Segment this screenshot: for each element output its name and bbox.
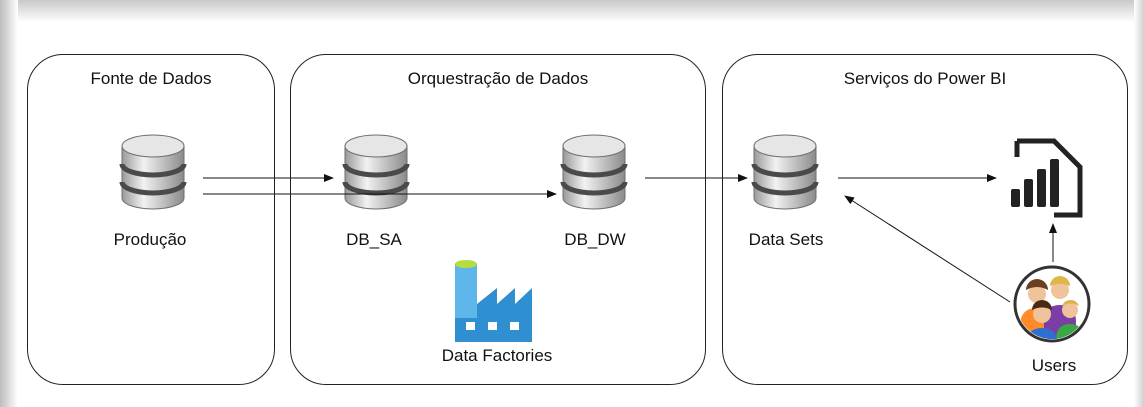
data-factory-icon: [452, 258, 532, 349]
database-icon: [750, 132, 820, 217]
power-bi-icon: [1002, 137, 1084, 224]
right-shadow: [1134, 0, 1144, 407]
users-icon: [1012, 264, 1092, 349]
label-producao: Produção: [113, 230, 187, 249]
label-db-dw: DB_DW: [564, 230, 626, 249]
panel-title-orquestracao: Orquestração de Dados: [407, 69, 589, 88]
panel-title-fonte-de-dados: Fonte de Dados: [90, 69, 212, 88]
left-shadow: [0, 0, 18, 407]
label-data-factories: Data Factories: [441, 346, 553, 365]
panel-title-power-bi: Serviços do Power BI: [843, 69, 1007, 88]
database-icon: [118, 132, 188, 217]
database-icon: [341, 132, 411, 217]
top-shadow: [0, 0, 1144, 22]
panel-fonte-de-dados: Fonte de Dados: [27, 54, 275, 385]
database-icon: [559, 132, 629, 217]
label-db-sa: DB_SA: [346, 230, 402, 249]
label-users: Users: [1031, 356, 1077, 375]
label-data-sets: Data Sets: [748, 230, 824, 249]
